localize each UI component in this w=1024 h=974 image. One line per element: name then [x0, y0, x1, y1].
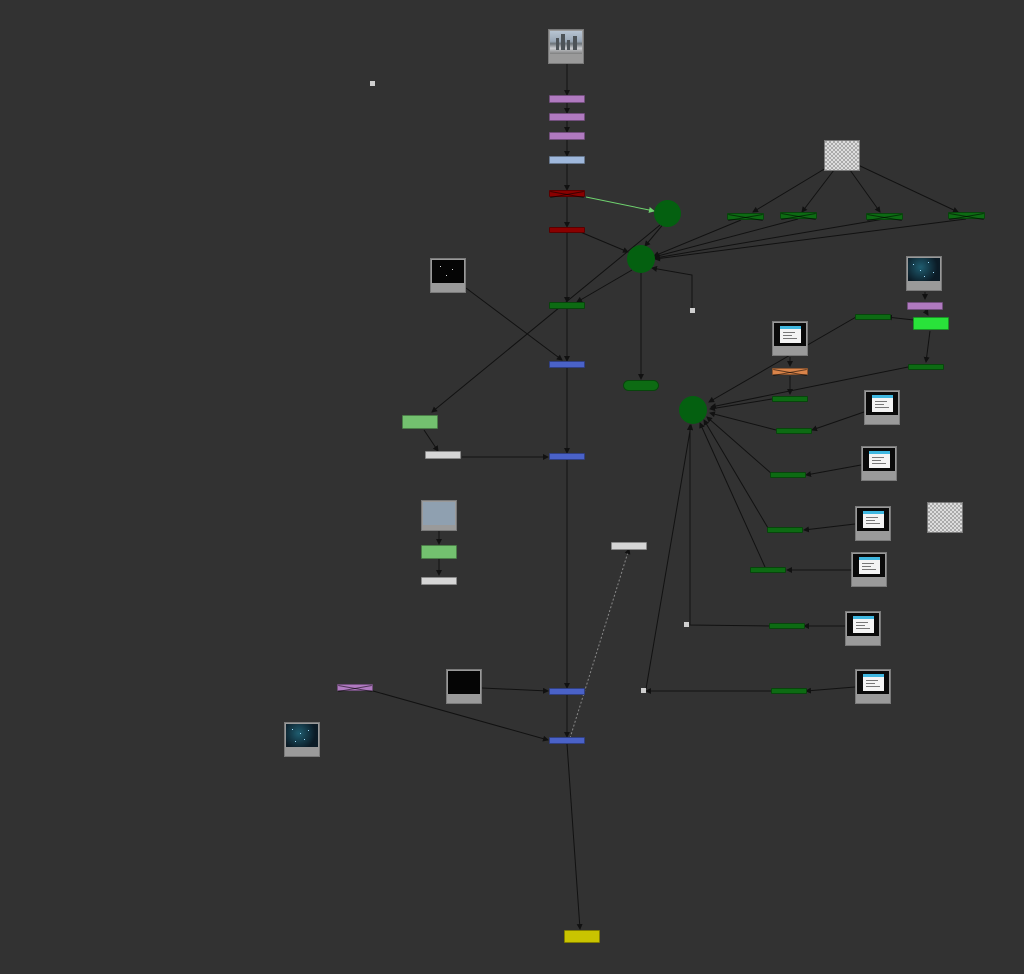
- checker-read-node-2[interactable]: [927, 502, 963, 533]
- dot-node-lower-2[interactable]: [641, 688, 646, 693]
- yellow-output-node[interactable]: [564, 930, 600, 943]
- blue-merge-node-4[interactable]: [549, 737, 585, 744]
- green-node-r8[interactable]: [769, 623, 805, 629]
- gray-read-node[interactable]: [421, 500, 457, 531]
- green-x-node-3[interactable]: [866, 213, 903, 220]
- light-gray-node-1[interactable]: [425, 451, 461, 459]
- purple-node-2[interactable]: [549, 113, 585, 121]
- teal-particles-thumbnail: [908, 258, 940, 281]
- green-circle-node-1[interactable]: [654, 200, 681, 227]
- dot-node-mid[interactable]: [690, 308, 695, 313]
- blue-particles-read-node[interactable]: [284, 722, 320, 757]
- black-read-node-1[interactable]: [430, 258, 466, 293]
- checker-read-node-1[interactable]: [824, 140, 860, 171]
- light-gray-node-3[interactable]: [611, 542, 647, 550]
- ui-panel-thumbnail: [863, 448, 895, 471]
- teal-particles-read-node[interactable]: [906, 256, 942, 291]
- green-node-r7[interactable]: [750, 567, 786, 573]
- city-skyline-thumbnail: [550, 31, 582, 54]
- black-starfield-thumbnail: [432, 260, 464, 283]
- green-circle-node-2[interactable]: [627, 245, 655, 273]
- ui-read-node-3[interactable]: [861, 446, 897, 481]
- purple-node-1[interactable]: [549, 95, 585, 103]
- green-node-r6[interactable]: [767, 527, 803, 533]
- city-photo-read-node[interactable]: [548, 29, 584, 64]
- light-green-node-1[interactable]: [402, 415, 438, 429]
- green-node-r3[interactable]: [772, 396, 808, 402]
- dark-red-node-2[interactable]: [549, 227, 585, 233]
- checker-thumbnail: [928, 503, 962, 532]
- dark-red-node-1[interactable]: [549, 190, 585, 197]
- gray-thumbnail: [423, 502, 455, 525]
- green-x-node-1[interactable]: [727, 213, 764, 220]
- orange-node[interactable]: [772, 368, 808, 375]
- purple-node-3[interactable]: [549, 132, 585, 140]
- dark-green-merge-node[interactable]: [549, 302, 585, 309]
- blue-merge-node-3[interactable]: [549, 688, 585, 695]
- ui-panel-thumbnail: [853, 554, 885, 577]
- dot-node-lower-1[interactable]: [684, 622, 689, 627]
- ui-read-node-6[interactable]: [845, 611, 881, 646]
- ui-read-node-5[interactable]: [851, 552, 887, 587]
- green-x-node-2[interactable]: [780, 212, 817, 219]
- green-node-r4[interactable]: [776, 428, 812, 434]
- ui-panel-thumbnail: [866, 392, 898, 415]
- ui-read-node-4[interactable]: [855, 506, 891, 541]
- ui-read-node-2[interactable]: [864, 390, 900, 425]
- green-circle-node-3[interactable]: [679, 396, 707, 424]
- ui-panel-thumbnail: [857, 671, 889, 694]
- ui-read-node-7[interactable]: [855, 669, 891, 704]
- green-pill-node[interactable]: [623, 380, 659, 391]
- purple-node-4[interactable]: [907, 302, 943, 310]
- dot-node-topleft[interactable]: [370, 81, 375, 86]
- purple-x-node[interactable]: [337, 684, 373, 691]
- green-node-r9[interactable]: [771, 688, 807, 694]
- blue-merge-node-1[interactable]: [549, 361, 585, 368]
- ui-panel-thumbnail: [774, 323, 806, 346]
- black-read-node-2[interactable]: [446, 669, 482, 704]
- black-thumbnail: [448, 671, 480, 694]
- ui-panel-thumbnail: [847, 613, 879, 636]
- light-blue-node[interactable]: [549, 156, 585, 164]
- blue-particles-thumbnail: [286, 724, 318, 747]
- green-node-r1[interactable]: [855, 314, 891, 320]
- checker-thumbnail: [825, 141, 859, 170]
- blue-merge-node-2[interactable]: [549, 453, 585, 460]
- bright-green-node[interactable]: [913, 317, 949, 330]
- green-node-r2[interactable]: [908, 364, 944, 370]
- light-green-node-2[interactable]: [421, 545, 457, 559]
- light-gray-node-2[interactable]: [421, 577, 457, 585]
- green-node-r5[interactable]: [770, 472, 806, 478]
- ui-read-node-1[interactable]: [772, 321, 808, 356]
- green-x-node-4[interactable]: [948, 212, 985, 219]
- ui-panel-thumbnail: [857, 508, 889, 531]
